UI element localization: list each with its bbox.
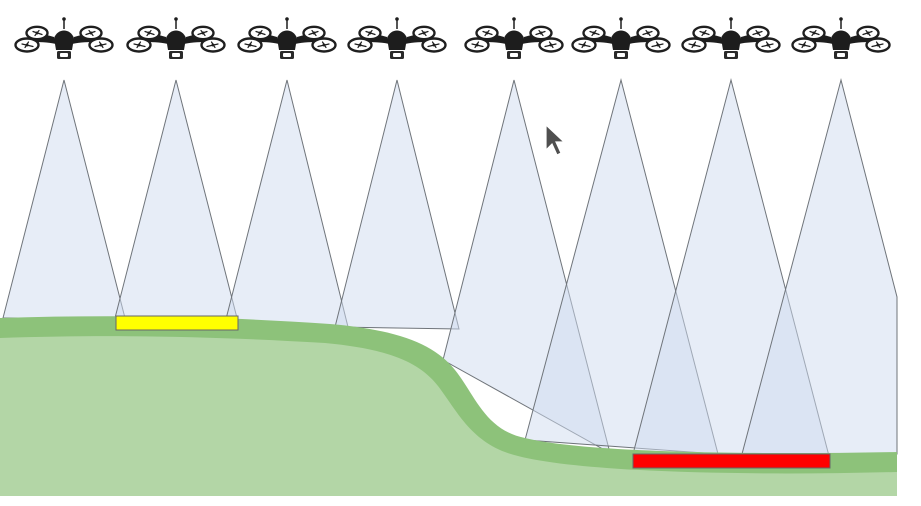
quadcopter-icon	[347, 16, 447, 61]
quadcopter-icon	[464, 16, 564, 61]
quadcopter-icon	[126, 16, 226, 61]
quadcopter-icon	[14, 16, 114, 61]
terrain-fill	[0, 336, 897, 496]
coverage-cones	[2, 78, 898, 457]
yellow-footprint	[115, 315, 239, 331]
mouse-pointer-icon	[545, 124, 565, 156]
quadcopter-icon	[791, 16, 891, 61]
red-footprint	[632, 453, 831, 469]
coverage-cone-2	[114, 79, 238, 319]
coverage-cone-4	[334, 79, 460, 330]
quadcopter-icon	[681, 16, 781, 61]
drones	[14, 16, 891, 61]
quadcopter-icon	[571, 16, 671, 61]
terrain	[0, 316, 897, 496]
quadcopter-icon	[237, 16, 337, 61]
coverage-cone-3	[225, 79, 349, 328]
coverage-cone-1	[2, 79, 126, 319]
footprints	[115, 315, 831, 469]
